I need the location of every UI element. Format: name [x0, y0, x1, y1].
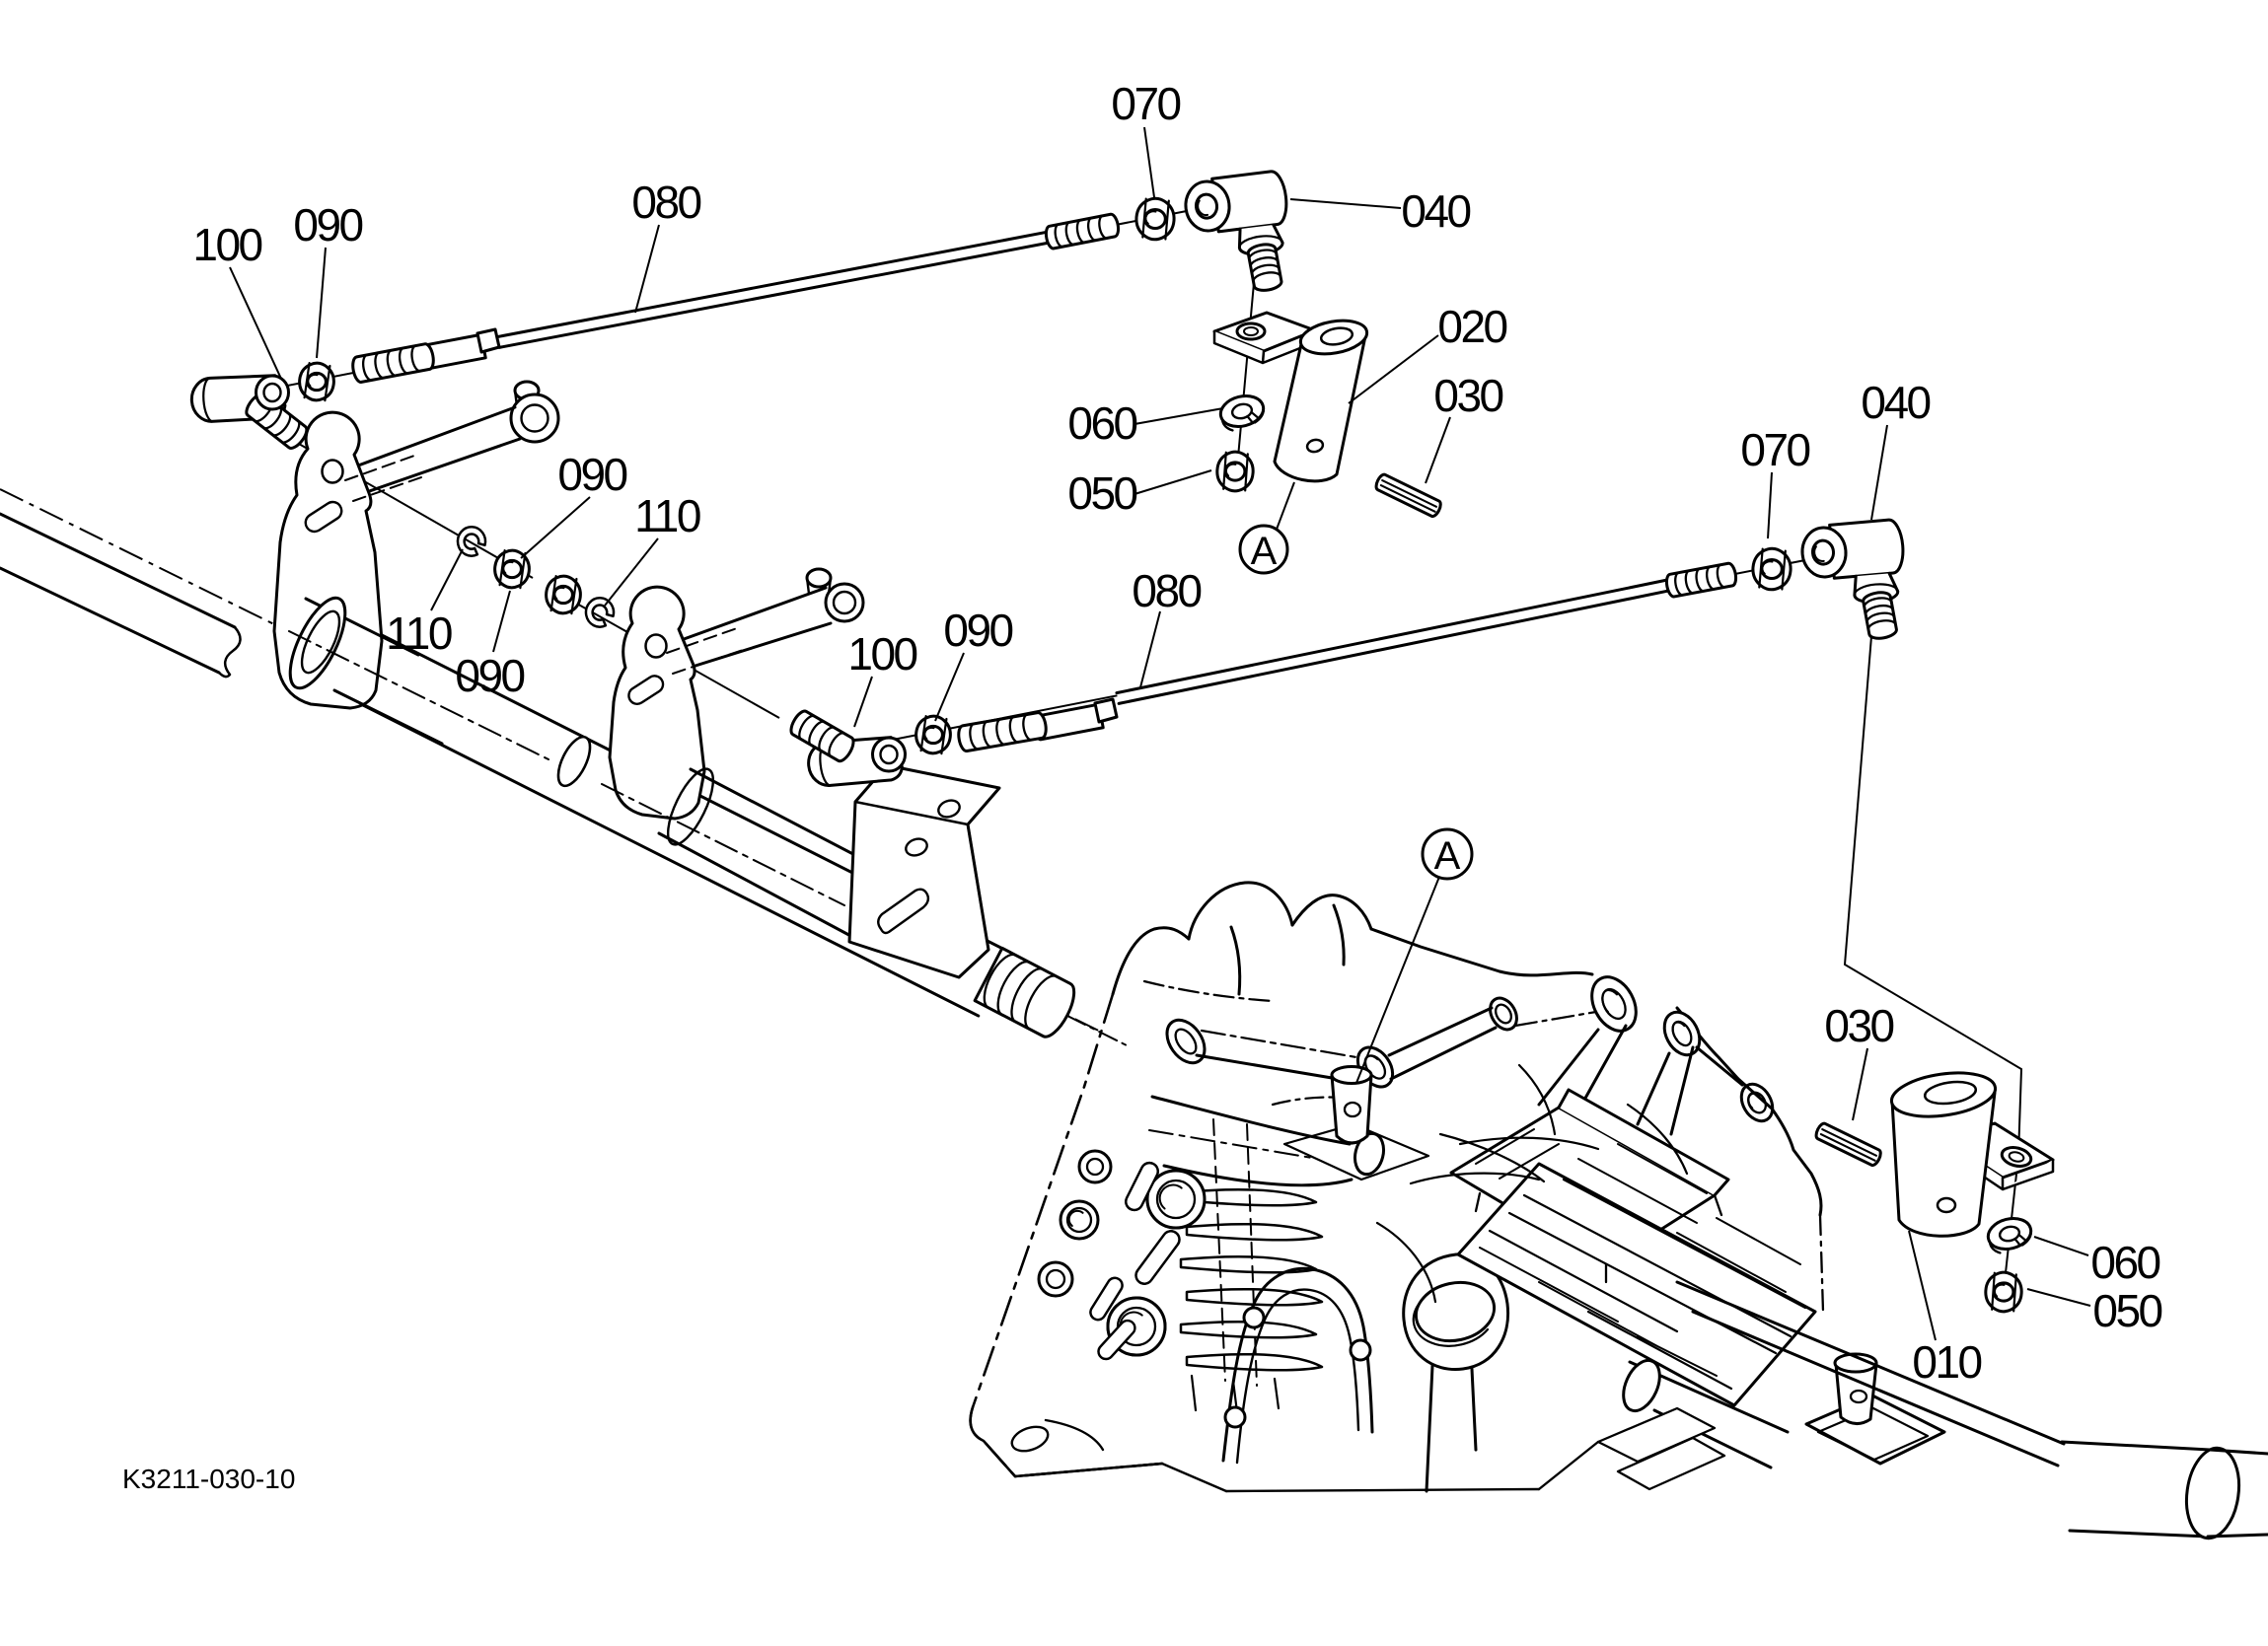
svg-text:A: A [1251, 530, 1278, 573]
svg-text:040: 040 [1401, 185, 1470, 237]
svg-text:090: 090 [943, 605, 1012, 656]
svg-text:090: 090 [455, 650, 524, 701]
svg-text:020: 020 [1437, 301, 1506, 352]
svg-text:030: 030 [1824, 1000, 1893, 1051]
svg-text:100: 100 [847, 628, 916, 680]
svg-text:040: 040 [1861, 377, 1930, 428]
svg-text:030: 030 [1433, 370, 1502, 421]
svg-text:100: 100 [192, 219, 261, 270]
svg-text:110: 110 [634, 490, 700, 541]
svg-text:090: 090 [293, 199, 362, 250]
svg-text:A: A [1434, 834, 1461, 878]
svg-text:050: 050 [2092, 1285, 2161, 1336]
svg-text:060: 060 [2090, 1237, 2159, 1288]
svg-text:090: 090 [557, 449, 626, 500]
svg-text:110: 110 [386, 608, 452, 659]
svg-text:080: 080 [1132, 565, 1201, 616]
svg-text:070: 070 [1111, 78, 1180, 129]
svg-text:070: 070 [1740, 424, 1809, 475]
svg-text:K3211-030-10: K3211-030-10 [122, 1464, 295, 1494]
svg-text:010: 010 [1912, 1336, 1981, 1388]
svg-text:060: 060 [1067, 397, 1136, 449]
svg-text:080: 080 [631, 177, 700, 228]
svg-text:050: 050 [1067, 467, 1136, 519]
